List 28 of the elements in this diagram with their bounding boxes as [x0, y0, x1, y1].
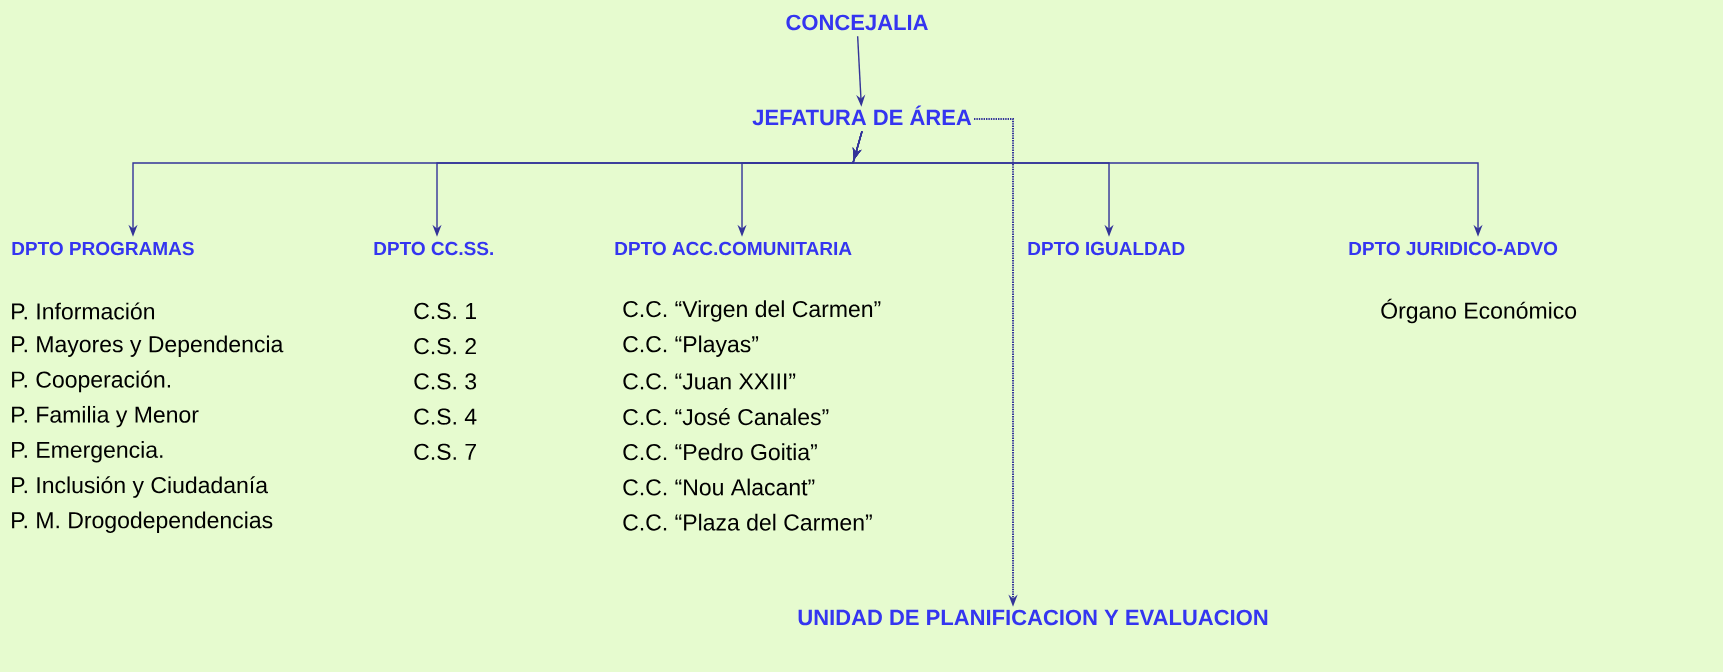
- list-item: C.C. “Juan XXIII”: [623, 373, 796, 390]
- list-item: C.S. 3: [414, 373, 477, 390]
- list-item: C.C. “Plaza del Carmen”: [623, 513, 872, 531]
- list-item: Órgano Económico: [1381, 298, 1577, 324]
- list-item: C.C. “José Canales”: [623, 408, 829, 426]
- list-item: P. Familia y Menor: [12, 405, 199, 428]
- list-item: P. Mayores y Dependencia: [12, 335, 284, 357]
- list-item: C.C. “Nou Alacant”: [623, 478, 815, 496]
- list-item: C.S. 7: [414, 443, 476, 460]
- list-item: C.C. “Pedro Goitia”: [623, 443, 817, 461]
- list-item: P. Emergencia.: [12, 441, 163, 463]
- list-item: C.S. 4: [414, 408, 477, 425]
- department-label: DPTO CC.SS.: [374, 241, 493, 256]
- list-item: P. Inclusión y Ciudadanía: [12, 476, 268, 498]
- heading-text: UNIDAD DE PLANIFICACION Y EVALUACION: [798, 609, 1268, 626]
- department-label: DPTO IGUALDAD: [1028, 241, 1185, 256]
- list-item: P. Cooperación.: [12, 370, 171, 393]
- heading-text: JEFATURA DE ÁREA: [752, 105, 972, 126]
- department-label: DPTO PROGRAMAS: [12, 241, 194, 256]
- heading-text: CONCEJALIA: [786, 14, 928, 31]
- list-item: P. Información: [12, 302, 154, 320]
- department-label: DPTO JURIDICO-ADVO: [1349, 241, 1558, 256]
- list-item: P. M. Drogodependencias: [12, 511, 273, 533]
- list-item: C.C. “Virgen del Carmen”: [623, 300, 881, 322]
- list-item: C.S. 1: [414, 302, 476, 320]
- department-label: DPTO ACC.COMUNITARIA: [615, 241, 852, 256]
- list-item: C.S. 2: [414, 338, 476, 355]
- list-item: C.C. “Playas”: [623, 335, 759, 357]
